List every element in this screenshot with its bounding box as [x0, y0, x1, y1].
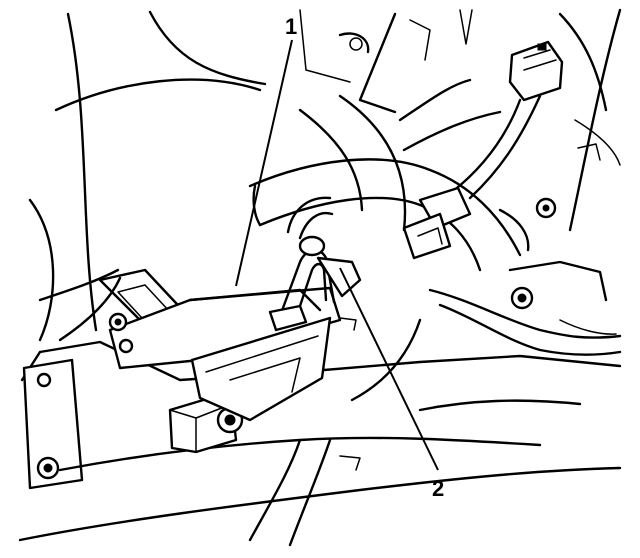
- callout-1: 1: [285, 14, 297, 39]
- console-base: [18, 340, 622, 547]
- wiring-connector: [402, 40, 564, 260]
- hose-assembly: [248, 78, 522, 272]
- mounting-bracket: [168, 396, 244, 454]
- callout-2: 2: [432, 476, 444, 501]
- leader-line-1: [235, 39, 293, 287]
- background-panels: [28, 8, 622, 342]
- right-harness: [350, 197, 622, 402]
- leader-line-2: [339, 267, 439, 471]
